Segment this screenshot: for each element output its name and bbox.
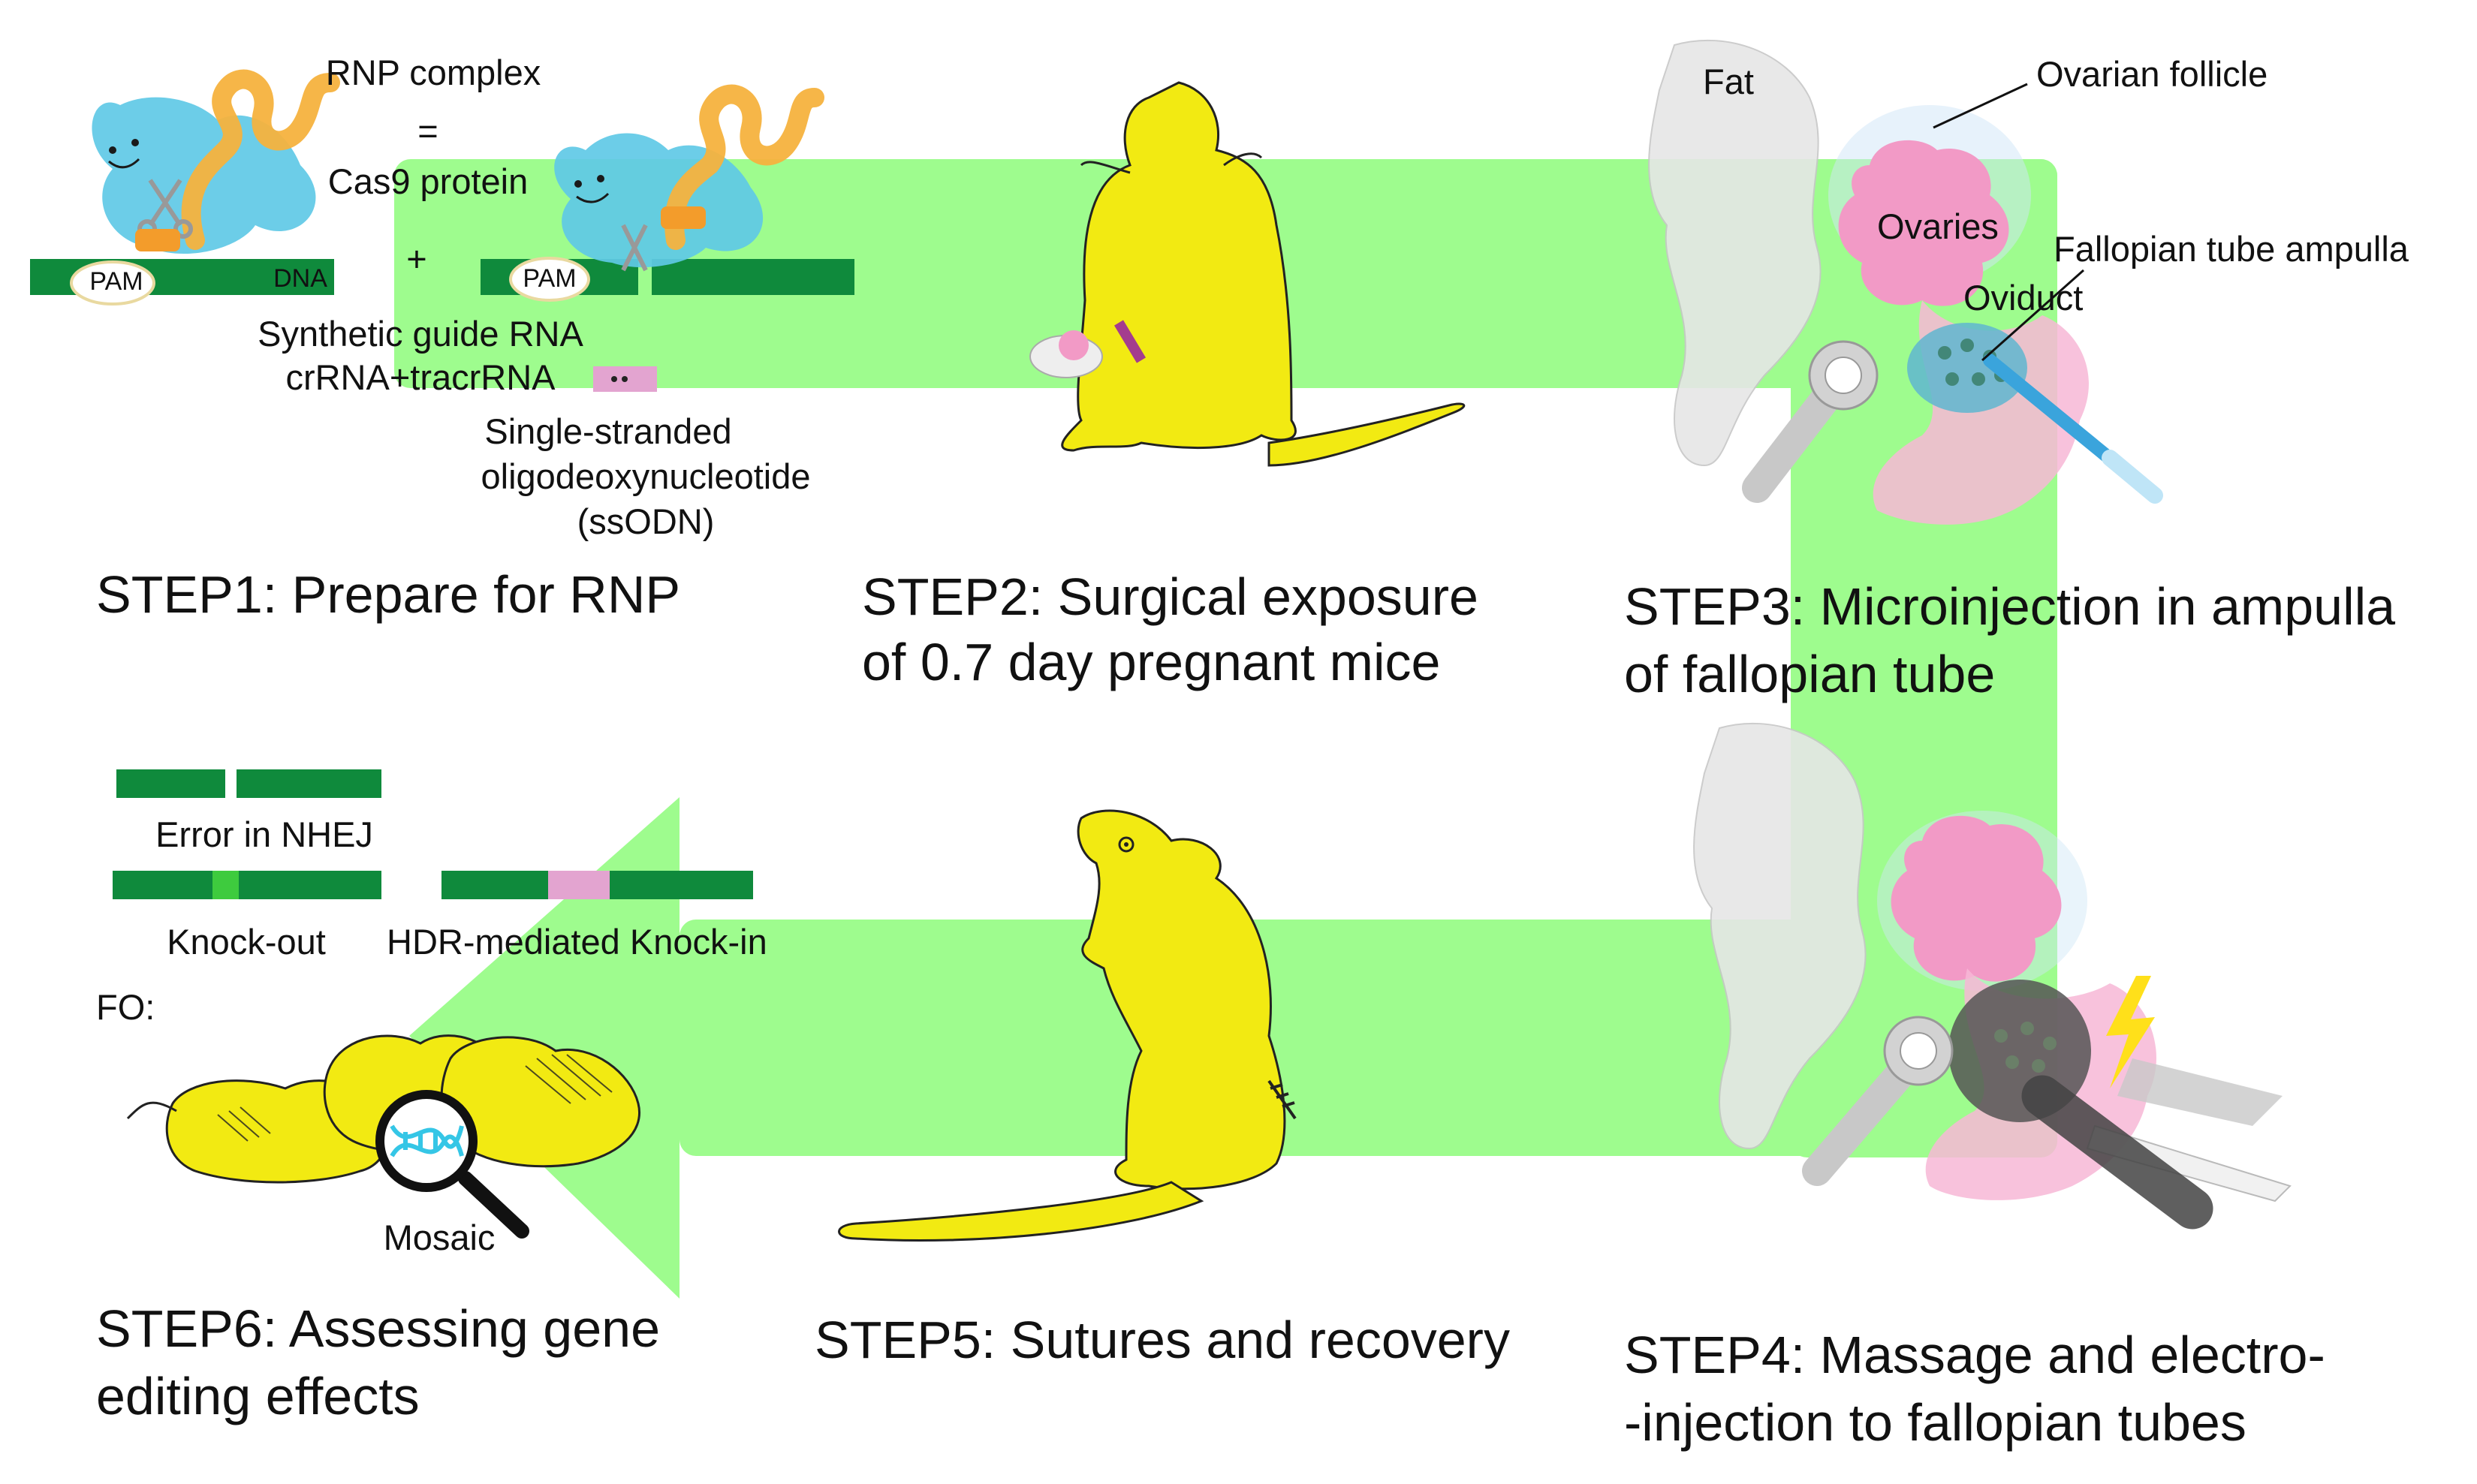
ovary-icon xyxy=(1891,815,2062,982)
step3-title-line1: STEP3: Microinjection in ampulla xyxy=(1624,577,2396,636)
step3-anatomy xyxy=(1648,39,2163,525)
fat-pad xyxy=(1693,722,1867,1150)
step4-title-line2: -injection to fallopian tubes xyxy=(1624,1393,2246,1452)
synthetic-guide-rna-label: Synthetic guide RNA xyxy=(258,314,583,354)
suture-icon xyxy=(1267,1079,1297,1120)
ssodn-label-line2: oligodeoxynucleotide xyxy=(481,456,811,496)
cas9-smile xyxy=(108,158,140,169)
dna-strand-icon xyxy=(237,769,381,798)
pam-oval xyxy=(509,257,590,302)
crrna-tracrrna-label: crRNA+tracrRNA xyxy=(285,357,556,397)
step5-title: STEP5: Sutures and recovery xyxy=(815,1311,1510,1369)
electrode-icon xyxy=(1948,980,2292,1230)
hdr-knock-in-label: HDR-mediated Knock-in xyxy=(387,922,767,962)
dna-strand-icon xyxy=(652,259,854,295)
knock-out-label: Knock-out xyxy=(167,922,326,962)
dna-strand-icon xyxy=(116,769,225,798)
mouse-body xyxy=(1077,809,1286,1191)
step5-mouse-icon xyxy=(838,809,1297,1242)
cas9-eye xyxy=(574,180,582,188)
ovary-icon xyxy=(1838,140,2009,306)
plus-sign: + xyxy=(406,239,427,278)
step6-title-line1: STEP6: Assessing gene xyxy=(96,1299,660,1358)
step6-title-line2: editing effects xyxy=(96,1367,420,1425)
rnp-complex-label: RNP complex xyxy=(325,53,541,92)
ampulla-icon xyxy=(1907,323,2027,413)
scissors-icon xyxy=(137,179,193,239)
step1-title: STEP1: Prepare for RNP xyxy=(96,565,681,624)
ampulla-leader xyxy=(1981,269,2084,362)
cas9-eye xyxy=(131,139,139,146)
cas9-protein-label: Cas9 protein xyxy=(327,161,529,201)
error-nhej-label: Error in NHEJ xyxy=(155,814,373,854)
dna-helix-icon xyxy=(390,1124,464,1157)
cas9-smile xyxy=(576,192,610,203)
cas9-eye xyxy=(597,175,604,182)
step3-title-line2: of fallopian tube xyxy=(1624,645,1996,703)
clamp-icon xyxy=(1742,340,1879,503)
mouse-body xyxy=(1061,81,1297,452)
ssodn-label-line3: (ssODN) xyxy=(577,501,715,541)
ampulla-label: Fallopian tube ampulla xyxy=(2054,229,2409,269)
step2-title-line1: STEP2: Surgical exposure xyxy=(862,567,1478,626)
mosaic-label: Mosaic xyxy=(383,1218,496,1257)
step1-illustration xyxy=(30,69,854,392)
ssodn-label-line1: Single-stranded xyxy=(484,411,732,451)
flow-arrow-bottom xyxy=(680,920,2057,1156)
step4-title-line1: STEP4: Massage and electro- xyxy=(1624,1326,2325,1384)
step2-mouse-icon xyxy=(1029,81,1466,467)
mouse-eye xyxy=(1118,836,1135,853)
ssodn-fragment xyxy=(135,229,180,251)
guide-rna-icon xyxy=(181,69,340,250)
step2-title-line2: of 0.7 day pregnant mice xyxy=(862,633,1441,691)
ovarian-follicle-label: Ovarian follicle xyxy=(2036,54,2268,94)
mouse-tail xyxy=(1267,402,1466,467)
magnifier-icon xyxy=(375,1090,529,1239)
lightning-icon xyxy=(2106,976,2155,1088)
ssodn-fragment xyxy=(661,206,706,229)
mouse-tail xyxy=(838,1181,1204,1242)
f0-label: FO: xyxy=(96,987,155,1027)
step6-illustration xyxy=(113,769,753,1239)
scissors-icon xyxy=(621,224,648,272)
equals-sign: = xyxy=(417,111,438,151)
dna-label: DNA xyxy=(273,264,327,293)
incision-mark xyxy=(1113,320,1147,363)
follicle-leader xyxy=(1933,83,2028,129)
oviduct-label: Oviduct xyxy=(1963,278,2084,318)
knock-out-strand xyxy=(113,871,381,899)
cas9-eye xyxy=(109,146,116,154)
guide-rna-icon xyxy=(664,84,824,250)
pam-label-left: PAM xyxy=(89,267,143,296)
fat-pad xyxy=(1648,39,1822,467)
fat-label: Fat xyxy=(1703,62,1754,101)
step4-anatomy xyxy=(1693,722,2292,1230)
clamp-icon xyxy=(1802,1016,1954,1186)
pam-label-right: PAM xyxy=(523,264,577,293)
pam-oval xyxy=(70,260,155,306)
ovaries-label: Ovaries xyxy=(1877,206,1999,246)
